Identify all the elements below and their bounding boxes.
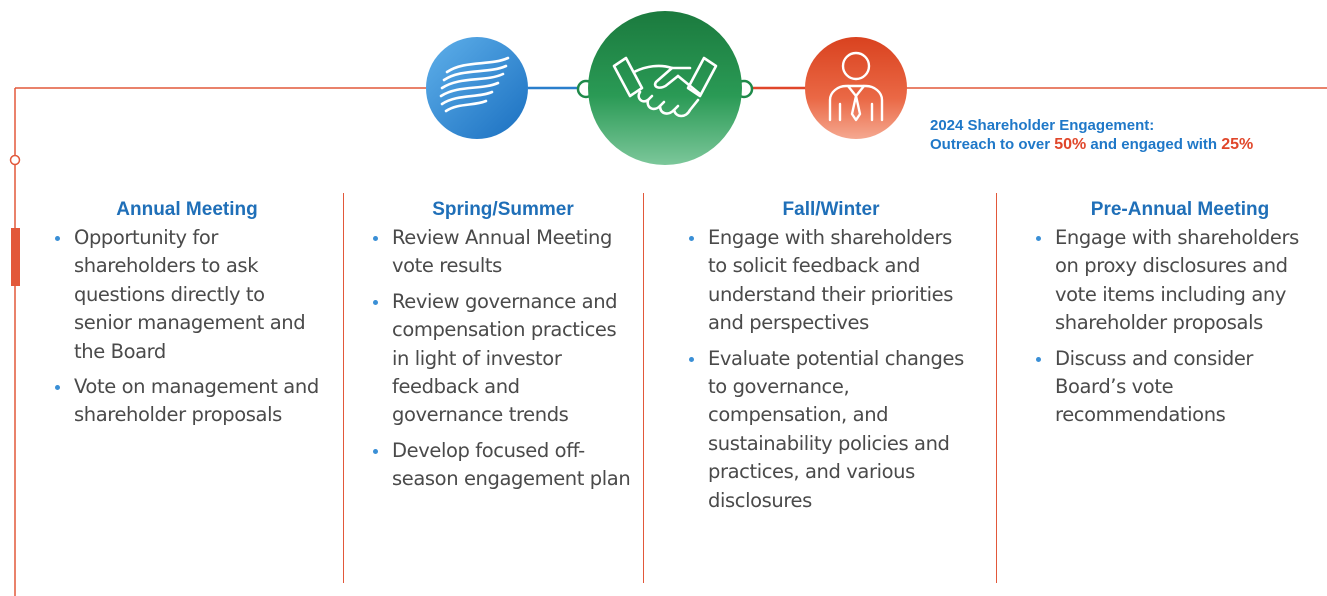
column-divider <box>343 193 344 583</box>
person-tie-icon <box>805 37 907 139</box>
column-title: Annual Meeting <box>116 199 258 220</box>
list-item: Engage with shareholders to solicit feed… <box>686 224 976 338</box>
column-title: Spring/Summer <box>432 199 574 220</box>
list-item: Develop focused off-season engagement pl… <box>370 437 636 494</box>
bullet-list: Engage with shareholders to solicit feed… <box>686 224 976 515</box>
column-fall-winter: Fall/Winter Engage with shareholders to … <box>686 198 976 522</box>
list-item: Engage with shareholders on proxy disclo… <box>1033 224 1327 338</box>
column-spring-summer: Spring/Summer Review Annual Meeting vote… <box>370 198 636 501</box>
column-divider <box>996 193 997 583</box>
timeline-start-dot <box>9 154 21 166</box>
callout-stats-text: Outreach to over <box>930 135 1055 153</box>
column-title: Fall/Winter <box>782 199 880 220</box>
list-item: Review governance and compensation pract… <box>370 288 636 430</box>
callout-stats: Outreach to over 50% and engaged with 25… <box>930 136 1327 155</box>
bullet-list: Opportunity for shareholders to ask ques… <box>52 224 322 430</box>
callout-title: 2024 Shareholder Engagement: <box>930 117 1155 134</box>
list-item: Evaluate potential changes to governance… <box>686 345 976 515</box>
engagement-callout: 2024 Shareholder Engagement: Outreach to… <box>930 117 1327 154</box>
callout-stats-text: and engaged with <box>1086 135 1222 153</box>
column-pre-annual-meeting: Pre-Annual Meeting Engage with sharehold… <box>1033 198 1327 437</box>
column-annual-meeting: Annual Meeting Opportunity for sharehold… <box>52 198 322 437</box>
list-item: Vote on management and shareholder propo… <box>52 373 322 430</box>
column-title: Pre-Annual Meeting <box>1090 199 1270 220</box>
outreach-percent: 50% <box>1054 135 1087 153</box>
timeline-highlight-bar <box>11 228 20 286</box>
list-item: Opportunity for shareholders to ask ques… <box>52 224 322 366</box>
list-item: Discuss and consider Board’s vote recomm… <box>1033 345 1327 430</box>
waves-logo-icon <box>426 37 528 139</box>
timeline-line <box>9 87 426 596</box>
bullet-list: Review Annual Meeting vote results Revie… <box>370 224 636 494</box>
engaged-percent: 25% <box>1221 135 1254 153</box>
list-item: Review Annual Meeting vote results <box>370 224 636 281</box>
column-divider <box>643 193 644 583</box>
bullet-list: Engage with shareholders on proxy disclo… <box>1033 224 1327 430</box>
handshake-icon <box>588 11 742 165</box>
